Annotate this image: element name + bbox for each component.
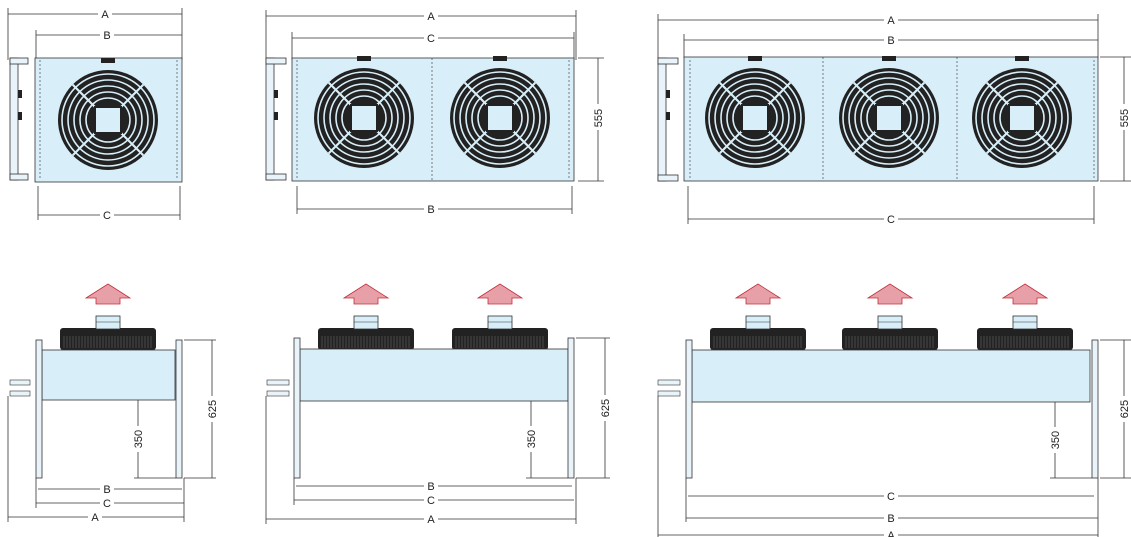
top-view-1-fan: A B C bbox=[7, 8, 183, 222]
side-view-2-fan: 625 350 B C A bbox=[265, 283, 612, 526]
dim-label-b: B bbox=[427, 204, 434, 216]
dim-label-c: C bbox=[103, 498, 111, 510]
dim-label-c: C bbox=[103, 210, 111, 222]
dim-label-height-625: 625 bbox=[207, 400, 219, 418]
airflow-arrow-icon bbox=[84, 283, 132, 305]
fan-icon bbox=[450, 56, 550, 168]
airflow-arrow-icon bbox=[866, 283, 914, 305]
fan-icon bbox=[58, 58, 158, 170]
dim-label-height-555: 555 bbox=[1119, 109, 1131, 127]
dim-label-a: A bbox=[887, 15, 895, 27]
top-view-3-fan: A B 555 C bbox=[657, 14, 1131, 226]
dim-label-b: B bbox=[427, 481, 434, 493]
fan-motor-icon bbox=[60, 315, 156, 350]
dim-label-350: 350 bbox=[526, 430, 538, 448]
airflow-arrow-icon bbox=[734, 283, 782, 305]
dim-label-a: A bbox=[101, 9, 109, 21]
airflow-arrow-icon bbox=[1001, 283, 1049, 305]
airflow-arrow-icon bbox=[476, 283, 524, 305]
dim-label-a: A bbox=[427, 514, 435, 526]
dim-label-b: B bbox=[887, 35, 894, 47]
dim-label-b: B bbox=[103, 484, 110, 496]
dim-label-c: C bbox=[427, 495, 435, 507]
side-view-1-fan: 625 350 B C A bbox=[7, 283, 219, 524]
fan-motor-icon bbox=[452, 315, 548, 350]
dim-label-a: A bbox=[427, 11, 435, 23]
dim-label-350: 350 bbox=[1050, 431, 1062, 449]
dim-label-b: B bbox=[887, 513, 894, 525]
fan-icon bbox=[705, 56, 805, 168]
dim-label-a: A bbox=[91, 512, 99, 524]
fan-motor-icon bbox=[318, 315, 414, 350]
dim-label-height-625: 625 bbox=[1119, 400, 1131, 418]
dim-label-b: B bbox=[103, 30, 110, 42]
airflow-arrow-icon bbox=[342, 283, 390, 305]
fan-motor-icon bbox=[710, 315, 806, 350]
fan-icon bbox=[839, 56, 939, 168]
fan-motor-icon bbox=[977, 315, 1073, 350]
dim-label-350: 350 bbox=[133, 430, 145, 448]
fan-motor-icon bbox=[842, 315, 938, 350]
side-view-3-fan: 625 350 C B A bbox=[657, 283, 1131, 537]
dim-label-height-555: 555 bbox=[593, 109, 605, 127]
dim-label-a: A bbox=[887, 530, 895, 537]
fan-icon bbox=[972, 56, 1072, 168]
top-view-2-fan: A C 555 B bbox=[265, 10, 605, 216]
dim-label-c: C bbox=[887, 214, 895, 226]
fan-icon bbox=[314, 56, 414, 168]
dim-label-height-625: 625 bbox=[600, 399, 612, 417]
dim-label-c: C bbox=[427, 33, 435, 45]
dim-label-c: C bbox=[887, 491, 895, 503]
